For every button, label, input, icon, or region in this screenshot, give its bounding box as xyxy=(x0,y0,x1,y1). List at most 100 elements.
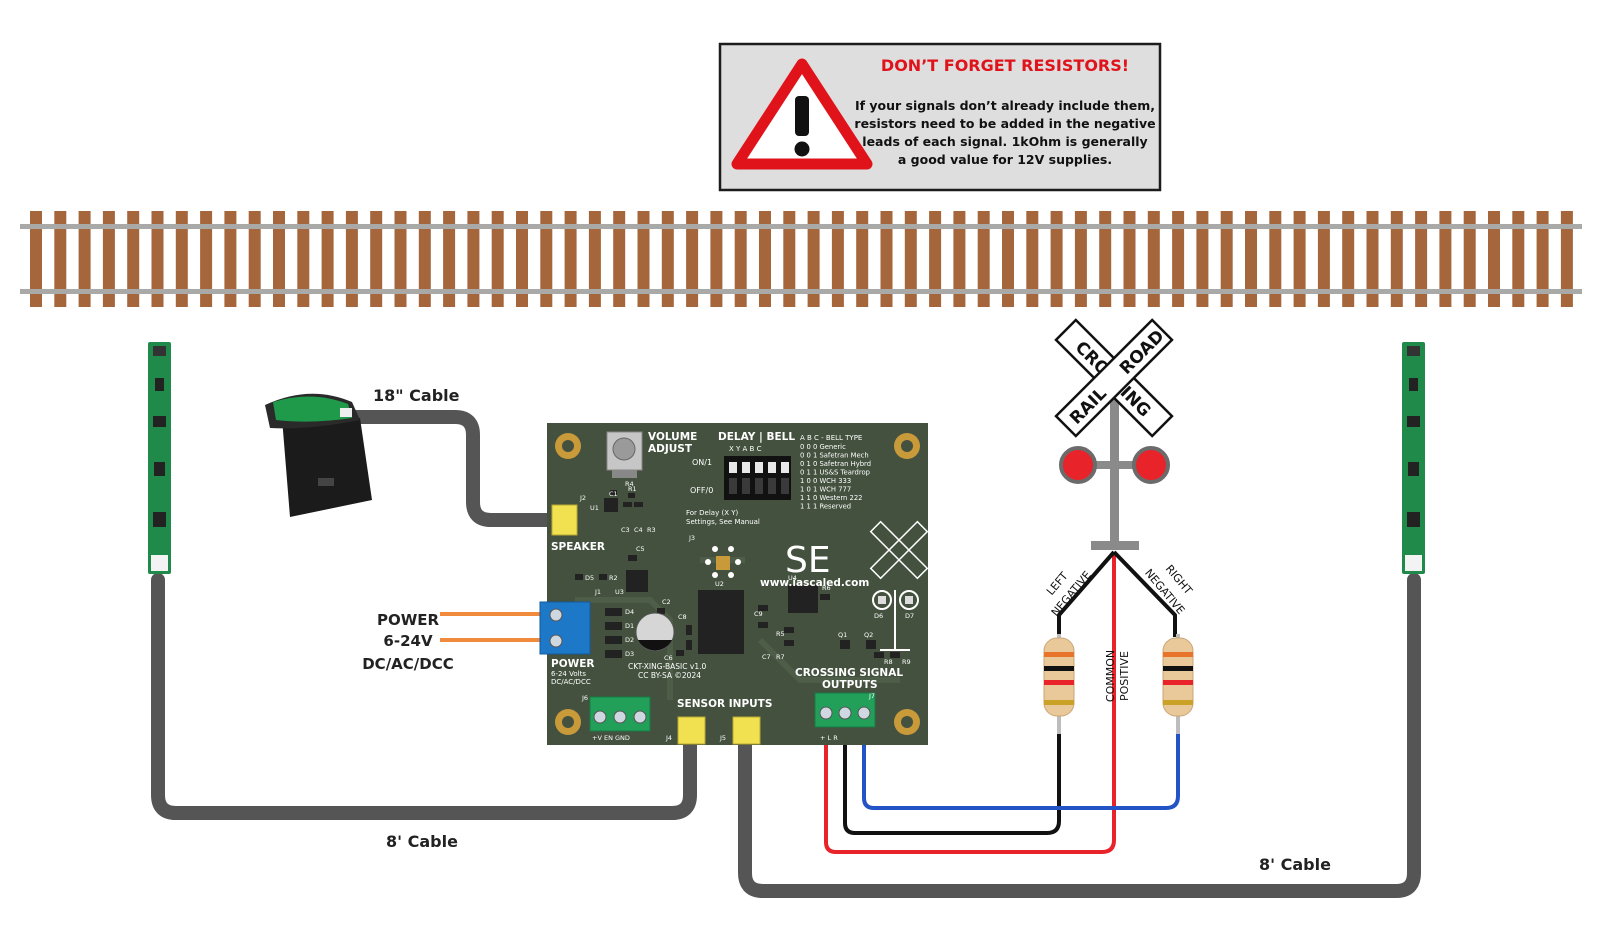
track-tie xyxy=(977,211,990,307)
signal-output-terminal[interactable] xyxy=(814,692,876,728)
track-tie xyxy=(1512,211,1525,307)
track-tie xyxy=(248,211,261,307)
ref-r7: R7 xyxy=(776,653,785,661)
sensor-board-left xyxy=(148,342,171,574)
sensor-terminal[interactable] xyxy=(589,696,651,732)
ref-c7: C7 xyxy=(762,653,771,661)
ref-d2: D2 xyxy=(625,636,634,644)
track-tie xyxy=(78,211,91,307)
controller-board: VOLUME ADJUST DELAY | BELL X Y A B C ON/… xyxy=(539,423,929,745)
ref-j3: J3 xyxy=(688,534,695,542)
dip-switch[interactable] xyxy=(724,456,791,500)
logo-text: SE xyxy=(785,540,831,581)
track-tie xyxy=(273,211,285,307)
sensor-inputs-label: SENSOR INPUTS xyxy=(677,698,772,710)
track-tie xyxy=(1123,211,1136,307)
track-tie xyxy=(200,211,213,307)
track-tie xyxy=(54,211,67,307)
track-tie xyxy=(831,211,844,307)
rail-top xyxy=(20,224,1582,229)
track-tie xyxy=(443,211,456,307)
ref-d6: D6 xyxy=(874,612,883,620)
bell-type-2: 0 1 0 Safetran Hybrd xyxy=(800,460,871,468)
crossing-signal: CROSSING RAIL ROAD LEFT NEGATIVE RIGHT N… xyxy=(1044,318,1195,702)
bell-type-6: 1 1 0 Western 222 xyxy=(800,494,862,502)
ref-u1: U1 xyxy=(590,504,599,512)
track-tie xyxy=(516,211,528,307)
speaker-connector[interactable] xyxy=(551,504,578,536)
track-tie xyxy=(491,211,504,307)
railroad-track xyxy=(20,211,1582,307)
reference-designators: U1 J2 C1 R1 R4 C3 C4 R3 J3 C5 D5 R2 J1 U… xyxy=(579,480,914,742)
track-tie xyxy=(1196,211,1209,307)
ref-c2: C2 xyxy=(662,598,671,606)
bell-type-header: A B C - BELL TYPE xyxy=(800,434,862,442)
track-tie xyxy=(151,211,164,307)
off-label: OFF/0 xyxy=(690,486,713,495)
track-tie xyxy=(904,211,917,307)
track-tie xyxy=(297,211,310,307)
track-tie xyxy=(1536,211,1549,307)
ref-d1: D1 xyxy=(625,622,634,630)
speaker-label: SPEAKER xyxy=(551,541,605,553)
common-positive-label-2: POSITIVE xyxy=(1118,651,1131,701)
track-tie xyxy=(1099,211,1112,307)
track-tie xyxy=(953,211,966,307)
track-tie xyxy=(1488,211,1500,307)
track-tie xyxy=(880,211,893,307)
track-tie xyxy=(807,211,820,307)
track-tie xyxy=(856,211,869,307)
track-tie xyxy=(588,211,601,307)
ref-r8: R8 xyxy=(884,658,893,666)
track-tie xyxy=(1439,211,1452,307)
left-cable-label: 8' Cable xyxy=(386,832,458,851)
ref-j5: J5 xyxy=(719,734,726,742)
ref-q1: Q1 xyxy=(838,631,847,639)
track-tie xyxy=(1390,211,1403,307)
sensor-pins-label: +V EN GND xyxy=(592,734,630,742)
power-label: POWER xyxy=(377,611,440,629)
bell-type-5: 1 0 1 WCH 777 xyxy=(800,486,851,494)
track-tie xyxy=(929,211,942,307)
on-label: ON/1 xyxy=(692,458,712,467)
delay-bell-label: DELAY | BELL xyxy=(718,431,795,443)
volume-adjust-label-2: ADJUST xyxy=(648,443,693,455)
track-ties xyxy=(30,211,1573,307)
track-tie xyxy=(1560,211,1573,307)
bell-type-list: 0 0 0 Generic 0 0 1 Safetran Mech 0 1 0 … xyxy=(800,443,871,511)
ref-d7: D7 xyxy=(905,612,914,620)
ref-j1: J1 xyxy=(594,588,601,596)
ref-r3: R3 xyxy=(647,526,656,534)
warning-line-1: If your signals don’t already include th… xyxy=(855,98,1155,113)
ref-r2: R2 xyxy=(609,574,618,582)
delay-note-1: For Delay (X Y) xyxy=(686,509,738,517)
delay-note-2: Settings, See Manual xyxy=(686,518,760,526)
resistor-left xyxy=(1043,634,1075,734)
sensor-connector-j5[interactable] xyxy=(732,716,761,745)
power-terminal[interactable] xyxy=(539,601,591,655)
sensor-connector-j4[interactable] xyxy=(677,716,706,745)
track-tie xyxy=(637,211,650,307)
speaker xyxy=(265,393,372,517)
cables xyxy=(151,410,1421,898)
ref-c8: C8 xyxy=(678,613,687,621)
track-tie xyxy=(1415,211,1428,307)
track-tie xyxy=(540,211,553,307)
signal-lamp-right xyxy=(1132,446,1170,484)
ref-j7: J7 xyxy=(868,692,875,700)
power-wires xyxy=(440,612,540,642)
track-tie xyxy=(467,211,480,307)
ref-c1: C1 xyxy=(609,490,618,498)
ref-c9: C9 xyxy=(754,610,763,618)
board-crossbuck xyxy=(869,520,929,580)
track-tie xyxy=(224,211,237,307)
track-tie xyxy=(1293,211,1306,307)
track-tie xyxy=(1269,211,1282,307)
signal-lamp-left xyxy=(1059,446,1097,484)
track-tie xyxy=(1147,211,1160,307)
track-tie xyxy=(759,211,771,307)
sensor-board-right xyxy=(1402,342,1425,574)
ref-j2: J2 xyxy=(579,494,586,502)
common-positive-label-1: COMMON xyxy=(1104,650,1117,702)
